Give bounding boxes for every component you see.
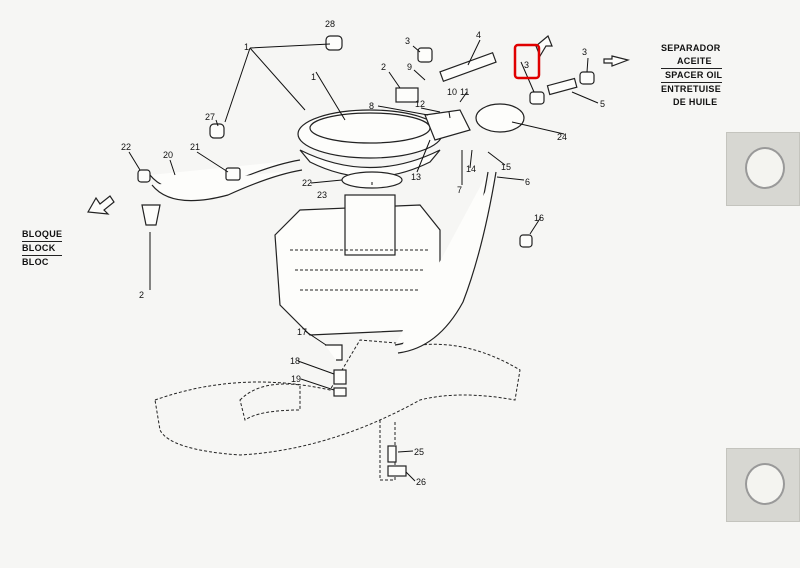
banjo-26 [387, 465, 407, 477]
tube-4 [439, 51, 497, 83]
bracket-8 [424, 109, 471, 141]
oil-separator-24 [475, 103, 525, 133]
callout-20: 20 [163, 150, 173, 160]
callout-15: 15 [501, 162, 511, 172]
callout-2b: 2 [381, 62, 386, 72]
block-label-fr: BLOC [22, 257, 49, 267]
callout-11: 11 [460, 87, 469, 97]
fitting-18 [333, 369, 347, 385]
bolt-25 [387, 445, 397, 463]
separator-label-fr-1: ENTRETUISE [661, 84, 722, 94]
callout-6: 6 [525, 177, 530, 187]
callout-14: 14 [466, 164, 476, 174]
tube-5 [546, 77, 578, 96]
highlight-box [513, 43, 541, 80]
grommet-16 [519, 234, 533, 248]
breather-hose-20-edge [151, 169, 303, 202]
manifold-port [239, 383, 301, 421]
cap-3 [579, 71, 595, 85]
callout-26: 26 [416, 477, 426, 487]
clamp-22 [137, 169, 151, 183]
callout-19: 19 [291, 374, 301, 384]
binder-hole-top [726, 132, 800, 206]
separator-label-en: SPACER OIL [661, 69, 723, 83]
carburetor-throat [344, 194, 396, 256]
callout-27: 27 [205, 112, 215, 122]
air-cleaner-lid-top [309, 112, 431, 144]
separator-label-es-2: ACEITE [661, 55, 723, 69]
washer-19 [333, 387, 347, 397]
callout-1a: 1 [244, 42, 249, 52]
gasket-23 [341, 171, 403, 189]
separator-label-fr-2: DE HUILE [673, 97, 718, 107]
callout-17: 17 [297, 327, 307, 337]
callout-28: 28 [325, 19, 335, 29]
fitting-28 [325, 35, 343, 51]
callout-2a: 2 [139, 290, 144, 300]
callout-23: 23 [317, 190, 327, 200]
callout-18: 18 [290, 356, 300, 366]
nut-3 [417, 47, 433, 63]
air-cleaner-base [299, 149, 441, 178]
block-label: BLOQUE BLOCK BLOC [22, 228, 63, 269]
callout-25: 25 [414, 447, 424, 457]
arrow-right-icon [603, 55, 631, 67]
callout-22b: 22 [302, 178, 312, 188]
line-17 [325, 344, 343, 361]
hose-6-edge [397, 171, 497, 354]
callout-16: 16 [534, 213, 544, 223]
callout-3-highlighted: 3 [524, 60, 529, 70]
spacer-3 [529, 91, 545, 105]
callout-10: 10 [447, 87, 457, 97]
callout-7: 7 [457, 185, 462, 195]
carburetor-detail [290, 249, 430, 291]
callout-3c: 3 [582, 47, 587, 57]
callout-13: 13 [411, 172, 421, 182]
valve-2 [395, 87, 419, 103]
callout-4: 4 [476, 30, 481, 40]
callout-22a: 22 [121, 142, 131, 152]
callout-21: 21 [190, 142, 200, 152]
callout-5: 5 [600, 99, 605, 109]
separator-label: SEPARADOR ACEITE SPACER OIL ENTRETUISE D… [661, 42, 723, 109]
pcv-valve-2 [141, 204, 161, 226]
arrow-down-left-icon [87, 195, 115, 215]
elbow-21 [225, 167, 241, 181]
callout-9: 9 [407, 62, 412, 72]
grommet-27 [209, 123, 225, 139]
block-label-es: BLOQUE [22, 228, 63, 242]
callout-8: 8 [369, 101, 374, 111]
callout-24: 24 [557, 132, 567, 142]
callout-1b: 1 [311, 72, 316, 82]
callout-12: 12 [415, 99, 425, 109]
block-label-en: BLOCK [22, 242, 63, 256]
callout-3a: 3 [405, 36, 410, 46]
binder-hole-bottom [726, 448, 800, 522]
separator-label-es-1: SEPARADOR [661, 43, 721, 53]
